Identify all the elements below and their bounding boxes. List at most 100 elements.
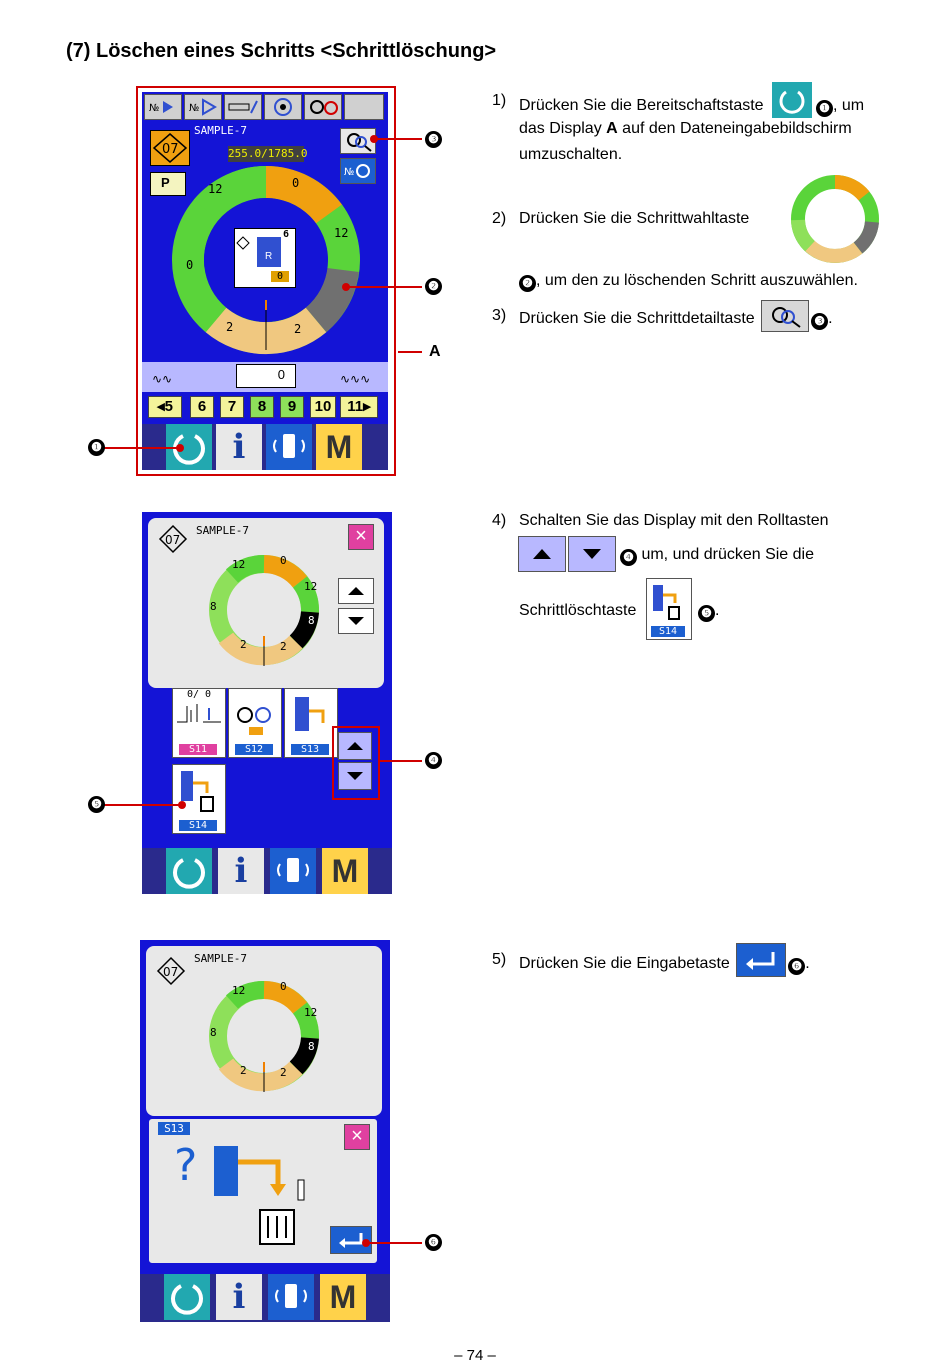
- step-delete-icon[interactable]: S14: [172, 764, 226, 834]
- ring-label-6: 0: [186, 258, 194, 272]
- scroll-up-key-icon: [518, 536, 566, 572]
- step-5-end: .: [805, 955, 810, 973]
- screen-2-info-icon[interactable]: i: [218, 848, 264, 894]
- dialog-step-tag: S13: [158, 1122, 190, 1135]
- ring-label-4: 2: [226, 320, 234, 334]
- top-icon-2[interactable]: №: [184, 94, 222, 120]
- communication-icon[interactable]: [266, 424, 312, 470]
- step-key-7[interactable]: 7: [220, 396, 244, 418]
- step-1-marker: ❶: [816, 100, 834, 118]
- center-step-widget[interactable]: R 6 0: [234, 228, 296, 288]
- pressure-field[interactable]: 0: [236, 364, 296, 388]
- screen-2-ring-label-6: 2: [280, 640, 287, 653]
- callout-line-4: [378, 760, 422, 762]
- step-key-11-arrow: ▸: [363, 398, 371, 415]
- step-key-7-label: 7: [227, 398, 237, 415]
- screen-3-mode-icon[interactable]: M: [320, 1274, 366, 1320]
- file-icon[interactable]: P: [150, 172, 186, 196]
- screen-2-pattern-name: SAMPLE-7: [196, 524, 249, 537]
- step-2-continued: ❷, um den zu löschenden Schritt auszuwäh…: [519, 268, 858, 294]
- screen-3-ring-label-2: 0: [280, 980, 287, 993]
- step-1-text: Drücken Sie die Bereitschaftstaste ❶, um…: [519, 82, 889, 168]
- step-4-marker-4: ❹: [620, 549, 637, 566]
- step-3-line-1: Drücken Sie die Schrittdetailtaste: [519, 310, 755, 328]
- screen-2-mode-icon[interactable]: M: [322, 848, 368, 894]
- dialog-close-icon[interactable]: ×: [344, 1124, 370, 1150]
- callout-line-6: [366, 1242, 422, 1244]
- info-icon[interactable]: i: [216, 424, 262, 470]
- screen-3-communication-icon[interactable]: [268, 1274, 314, 1320]
- step-delete-key-icon: S14: [646, 578, 692, 640]
- step-1-line-2-a: das Display: [519, 120, 607, 137]
- screen-3-info-icon[interactable]: i: [216, 1274, 262, 1320]
- screen-3-ready-icon[interactable]: [164, 1274, 210, 1320]
- tile-s12[interactable]: S12: [228, 688, 282, 758]
- screen-2-ring-label-4: 8: [210, 600, 217, 613]
- scroll-down-icon-upper[interactable]: [338, 608, 374, 634]
- top-icon-4[interactable]: [264, 94, 302, 120]
- callout-dot-6: [362, 1239, 370, 1247]
- center-r-label: R: [265, 251, 272, 262]
- top-icon-1[interactable]: №: [144, 94, 182, 120]
- detail-key-icon: [761, 300, 810, 332]
- screen-3-pattern-number: 07: [163, 965, 178, 979]
- step-delete-tile-icon: [181, 771, 214, 812]
- step-ring-key-icon: [791, 174, 879, 263]
- step-key-9-label: 9: [287, 398, 297, 415]
- close-icon[interactable]: ×: [348, 524, 374, 550]
- screen-2-ring-label-3: 12: [304, 580, 318, 593]
- screen-3-ring-label-7: 8: [308, 1040, 315, 1053]
- step-key-5[interactable]: ◂5: [148, 396, 182, 418]
- step-1-line-2: das Display A auf den Dateneingabebildsc…: [519, 116, 889, 142]
- step-key-5-arrow: ◂: [157, 398, 165, 415]
- scroll-up-icon[interactable]: [338, 732, 372, 760]
- step-5-text: Drücken Sie die Eingabetaste ❻.: [519, 943, 810, 981]
- step-3-marker: ❸: [811, 313, 829, 331]
- step-key-6[interactable]: 6: [190, 396, 214, 418]
- screen-2-step-ring[interactable]: [204, 550, 324, 670]
- stitch-counter: 255.0/1785.0: [228, 146, 308, 162]
- step-delete-key-graphic: [653, 585, 680, 620]
- step-1-line-1-b: , um: [833, 97, 865, 115]
- step-key-11[interactable]: 11▸: [340, 396, 378, 418]
- step-1: 1) Drücken Sie die Bereitschaftstaste ❶,…: [492, 82, 892, 168]
- callout-line-3: [374, 138, 422, 140]
- callout-dot-2: [342, 283, 350, 291]
- step-4-line-2: ❹ um, und drücken Sie die: [620, 542, 814, 568]
- tile-s13-label: S13: [291, 744, 329, 755]
- step-1-line-1-a: Drücken Sie die Bereitschaftstaste: [519, 97, 764, 115]
- presser-wave-high-icon: ∿∿∿: [340, 372, 371, 386]
- pattern-number: 07: [162, 142, 179, 157]
- screen-3-info-letter: i: [232, 1277, 246, 1317]
- step-key-10[interactable]: 10: [310, 396, 336, 418]
- screen-2-ring-label-2: 0: [280, 554, 287, 567]
- step-1-line-3: umzuschalten.: [519, 146, 623, 163]
- section-heading: (7) Löschen eines Schritts <Schrittlösch…: [66, 40, 497, 62]
- screen-2-info-letter: i: [234, 851, 248, 891]
- center-badge-0: 0: [271, 271, 289, 282]
- screen-2-ready-icon[interactable]: [166, 848, 212, 894]
- zoom-number-icon[interactable]: №: [340, 158, 376, 184]
- svg-text:№: №: [189, 103, 199, 114]
- step-key-9[interactable]: 9: [280, 396, 304, 418]
- step-4-line-3: Schrittlöschtaste: [519, 598, 636, 624]
- tile-s13[interactable]: S13: [284, 688, 338, 758]
- step-4-end-dot: .: [715, 602, 720, 619]
- tile-s11-counter: 0/ 0: [186, 689, 212, 700]
- scroll-down-icon[interactable]: [338, 762, 372, 790]
- pattern-number-badge[interactable]: 07: [150, 130, 190, 166]
- screen-2-ring-label-7: 8: [308, 614, 315, 627]
- scroll-up-icon-upper[interactable]: [338, 578, 374, 604]
- screen-3: 07 SAMPLE-7 12 0 12 8 2 2 8 S13 × ? i M: [140, 940, 390, 1322]
- tile-s11[interactable]: 0/ 0 S11: [172, 688, 226, 758]
- screen-1: № № 07 SAMPLE-7 255.0/1785.0 P № 12 0 12…: [136, 86, 396, 476]
- enter-key-icon: [736, 943, 787, 977]
- mode-icon[interactable]: M: [316, 424, 362, 470]
- top-icon-3[interactable]: [224, 94, 262, 120]
- screen-2-communication-icon[interactable]: [270, 848, 316, 894]
- step-1-number: 1): [492, 92, 507, 109]
- screen-2-pattern-number: 07: [165, 533, 180, 547]
- step-key-8[interactable]: 8: [250, 396, 274, 418]
- top-icon-6[interactable]: [344, 94, 384, 120]
- top-icon-5[interactable]: [304, 94, 342, 120]
